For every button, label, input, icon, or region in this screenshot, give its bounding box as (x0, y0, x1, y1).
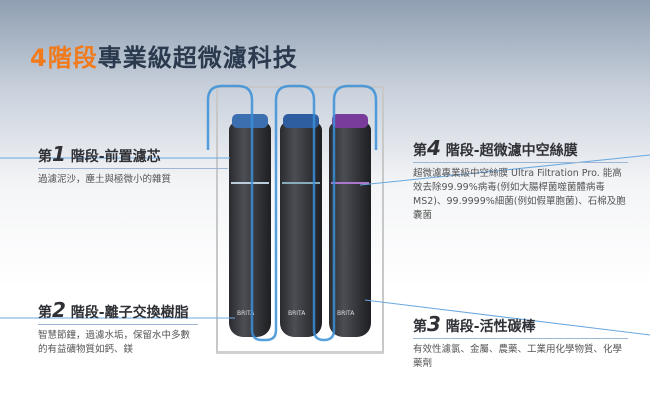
stage-number: 2 (52, 298, 66, 322)
stage-number: 3 (427, 312, 441, 336)
stage-label: 階段-活性碳棒 (445, 319, 536, 335)
cartridge-1: BRITA (229, 114, 271, 337)
title-text: 專業級超微濾科技 (97, 44, 298, 72)
cartridge-stripe (231, 182, 269, 184)
stage-number: 4 (427, 136, 441, 160)
stage-4: 第4 階段-超微濾中空絲膜 超微濾專業級中空絲膜 Ultra Filtratio… (413, 136, 628, 223)
stage-3-heading: 第3 階段-活性碳棒 (413, 312, 628, 339)
cartridge-brand: BRITA (237, 310, 255, 317)
stage-3-description: 有效性濾氯、金屬、農藥、工業用化學物質、化學藥劑 (413, 344, 623, 369)
stage-1: 第1 階段-前置濾芯 過濾泥沙，塵土與極微小的雜質 (38, 142, 228, 187)
cartridge-brand: BRITA (288, 310, 306, 317)
stage-prefix: 第 (413, 319, 427, 335)
stage-1-description: 過濾泥沙，塵土與極微小的雜質 (38, 174, 172, 185)
stage-2: 第2 階段-離子交換樹脂 智慧節鐘，過濾水垢，保留水中多數的有益礦物質如鈣、鎂 (38, 298, 198, 357)
title-highlight: 4階段 (30, 44, 98, 72)
stage-number: 1 (52, 142, 66, 166)
cartridge-cap (283, 114, 319, 128)
stage-2-heading: 第2 階段-離子交換樹脂 (38, 298, 198, 325)
stage-4-description: 超微濾專業級中空絲膜 Ultra Filtration Pro. 能高效去除99… (413, 168, 626, 221)
cartridge-stripe (331, 182, 369, 184)
cartridge-cap (232, 114, 268, 128)
cartridge-brand: BRITA (337, 310, 355, 317)
stage-label: 階段-前置濾芯 (70, 149, 161, 165)
cartridge-stripe (282, 182, 320, 184)
page-title: 4階段專業級超微濾科技 (30, 38, 298, 73)
stage-prefix: 第 (38, 305, 52, 321)
stage-label: 階段-離子交換樹脂 (70, 305, 189, 321)
stage-prefix: 第 (413, 143, 427, 159)
cartridge-cap (332, 114, 368, 128)
stage-3: 第3 階段-活性碳棒 有效性濾氯、金屬、農藥、工業用化學物質、化學藥劑 (413, 312, 628, 371)
cartridge-3: BRITA (329, 114, 371, 337)
stage-1-heading: 第1 階段-前置濾芯 (38, 142, 228, 169)
stage-4-heading: 第4 階段-超微濾中空絲膜 (413, 136, 628, 163)
stage-label: 階段-超微濾中空絲膜 (445, 143, 578, 159)
stage-prefix: 第 (38, 149, 52, 165)
stage-2-description: 智慧節鐘，過濾水垢，保留水中多數的有益礦物質如鈣、鎂 (38, 330, 191, 355)
